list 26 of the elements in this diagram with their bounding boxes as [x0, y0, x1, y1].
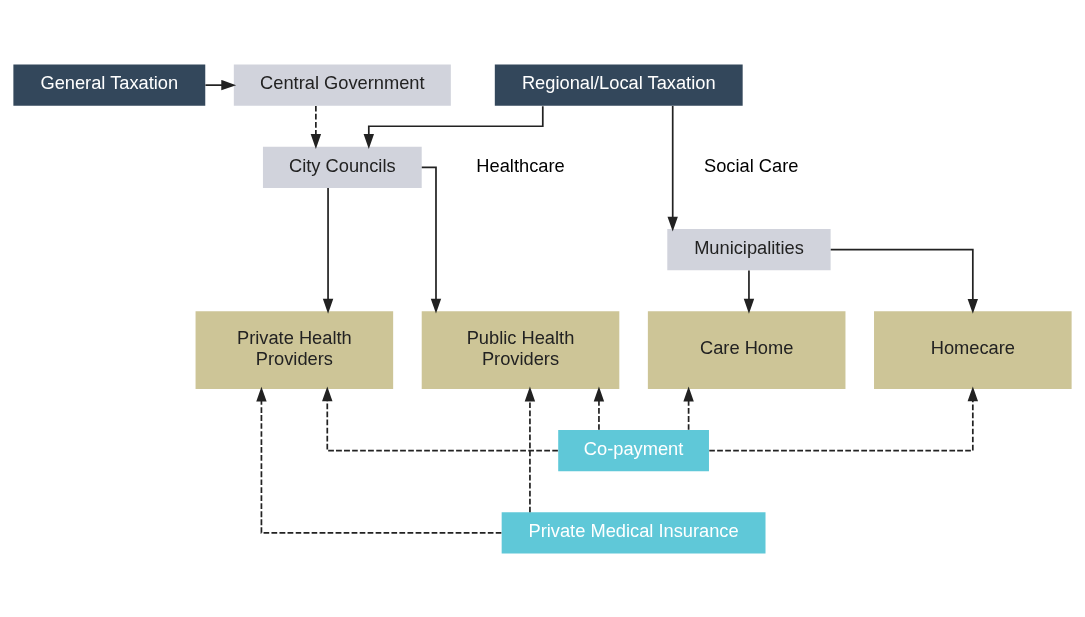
arrow	[829, 248, 979, 314]
node-box: Care Home	[647, 310, 846, 389]
arrow	[743, 269, 755, 314]
arrow	[683, 386, 694, 431]
node-box: Municipalities	[667, 228, 831, 270]
node-box: Private Health Providers	[195, 310, 394, 389]
node-box: Regional/Local Taxation	[494, 64, 743, 106]
node-box: Co-payment	[558, 429, 709, 471]
arrow	[322, 385, 559, 451]
node-box: Private Medical Insurance	[501, 511, 766, 553]
arrow	[204, 79, 237, 90]
label: Social Care	[704, 154, 799, 176]
arrow	[322, 186, 334, 314]
node-box: General Taxation	[13, 64, 206, 106]
node-box: Public Health Providers	[421, 310, 620, 389]
node-box: Central Government	[233, 64, 451, 106]
arrow	[310, 104, 322, 149]
arrow	[363, 104, 544, 149]
node-box: Homecare	[874, 310, 1072, 389]
node-box: City Councils	[262, 146, 422, 188]
arrow	[524, 386, 536, 513]
arrow	[667, 104, 678, 232]
label: Healthcare	[476, 154, 565, 176]
arrow	[708, 385, 979, 451]
arrow	[256, 386, 503, 534]
arrow	[593, 386, 605, 431]
